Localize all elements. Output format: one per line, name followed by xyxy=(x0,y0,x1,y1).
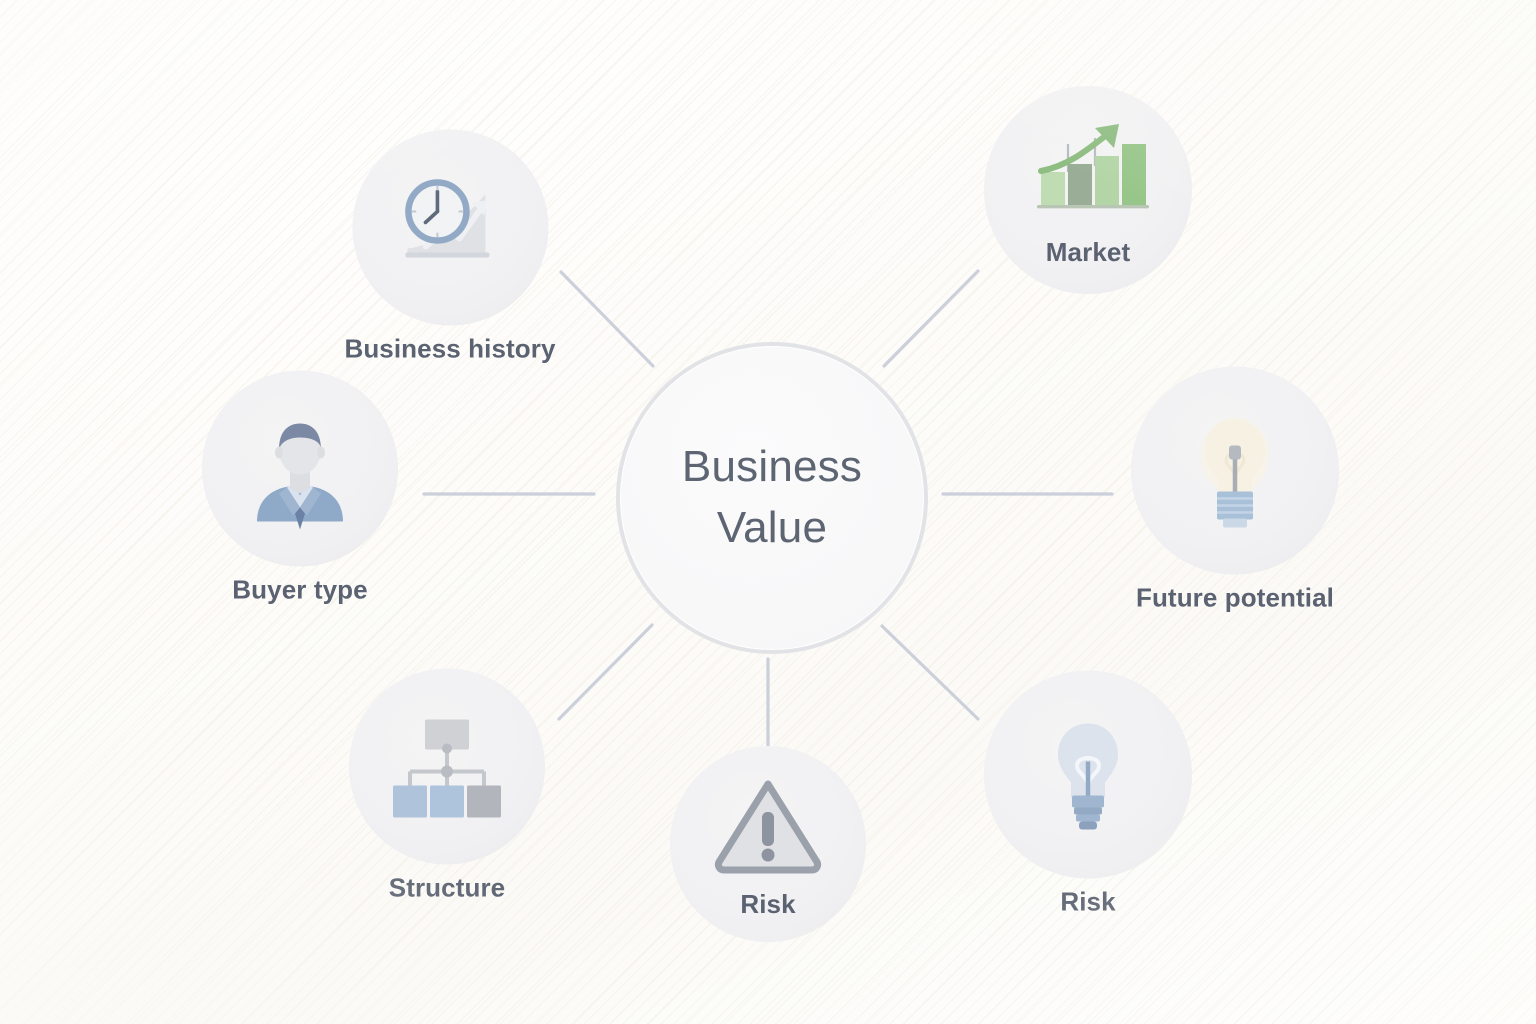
connector-center-risk-right xyxy=(880,624,980,721)
node-future-potential-label: Future potential xyxy=(1135,582,1335,613)
node-business-history-label: Business history xyxy=(344,333,556,364)
node-buyer-type[interactable]: Buyer type xyxy=(202,370,398,606)
center-node-business-value[interactable]: Business Value xyxy=(616,342,928,654)
center-node-label-line1: Business xyxy=(681,442,863,492)
center-node-label-line2: Value xyxy=(716,503,828,552)
bar-chart-up-arrow-icon xyxy=(1023,108,1153,238)
node-risk-right-label: Risk xyxy=(1060,886,1116,917)
node-structure[interactable]: Structure xyxy=(349,668,545,904)
lightbulb-blue-icon xyxy=(1023,710,1153,840)
connector-center-market xyxy=(882,269,980,368)
org-chart-hierarchy-icon xyxy=(382,702,512,832)
node-risk-right-bubble xyxy=(984,670,1192,879)
node-risk-center[interactable]: Risk xyxy=(670,746,866,942)
node-risk-center-bubble: Risk xyxy=(670,746,866,942)
node-market[interactable]: Market xyxy=(984,86,1192,294)
node-risk-right[interactable]: Risk xyxy=(984,670,1192,918)
warning-triangle-icon xyxy=(703,762,833,892)
node-market-bubble: Market xyxy=(984,86,1192,294)
clock-growth-chart-icon xyxy=(385,163,515,293)
node-future-potential[interactable]: Future potential xyxy=(1131,366,1339,614)
connector-center-business-history xyxy=(559,270,655,368)
node-structure-label: Structure xyxy=(388,872,506,903)
businessman-avatar-icon xyxy=(235,404,365,534)
node-risk-center-label: Risk xyxy=(740,889,796,919)
center-node-label: Business Value xyxy=(682,437,862,558)
node-buyer-type-bubble xyxy=(202,370,398,567)
node-future-potential-bubble xyxy=(1131,366,1339,575)
node-business-history[interactable]: Business history xyxy=(344,129,556,365)
lightbulb-icon xyxy=(1170,406,1300,536)
connector-center-structure xyxy=(557,623,654,721)
node-structure-bubble xyxy=(349,668,545,865)
node-buyer-type-label: Buyer type xyxy=(232,574,368,605)
node-market-label: Market xyxy=(1045,237,1131,267)
node-business-history-bubble xyxy=(352,129,548,326)
